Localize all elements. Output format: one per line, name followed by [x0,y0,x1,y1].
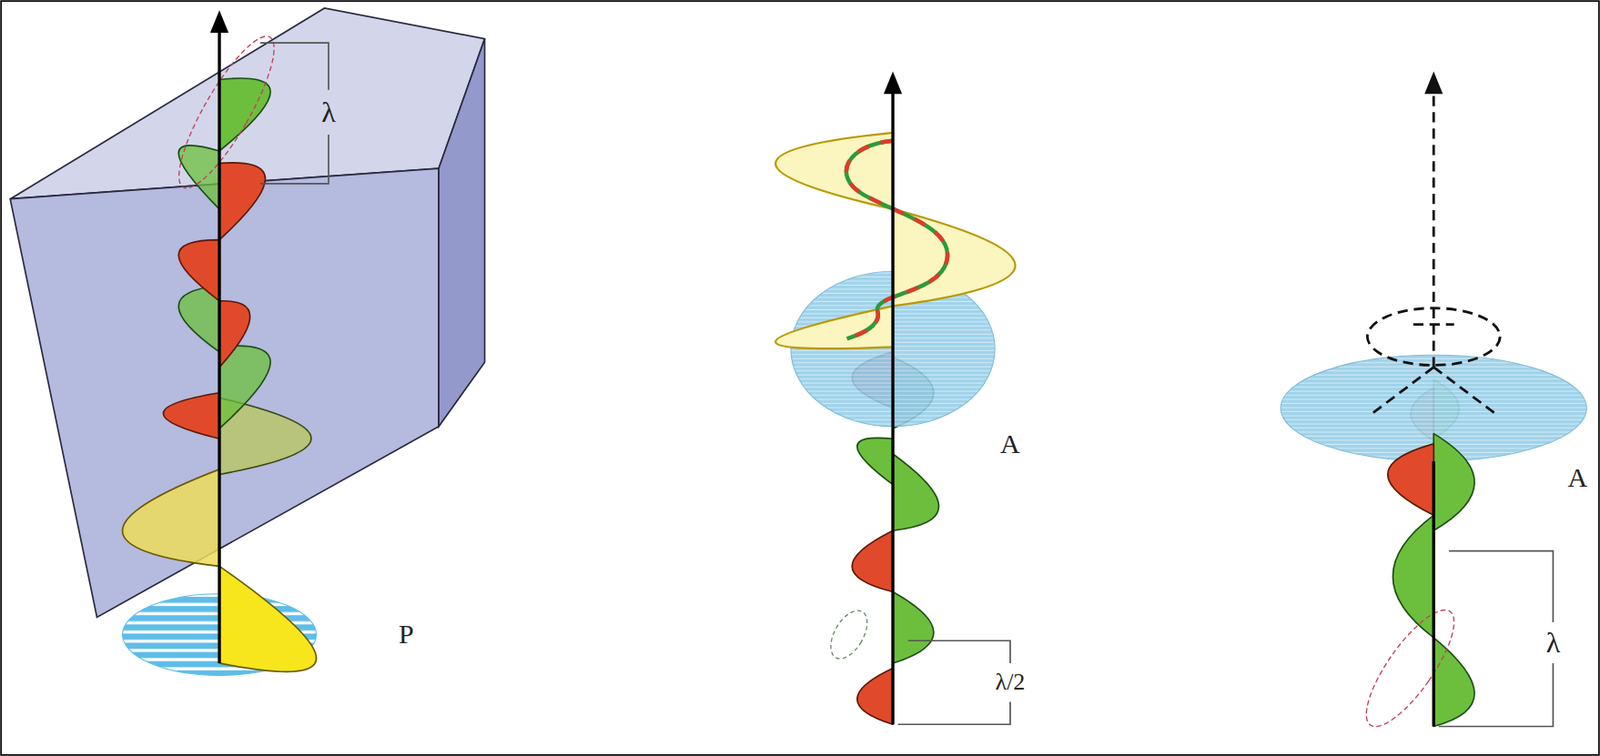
light-wave [775,132,1015,725]
crystal-block [10,8,485,618]
blocked-light-outline [1367,91,1500,414]
wavelength-bracket [1438,551,1554,728]
wavelength-bracket [260,42,329,184]
label-text: λ [1546,627,1561,658]
label-text: A [1567,464,1588,492]
label-text: λ [321,97,336,127]
axis-arrow [210,10,229,664]
label-text: P [398,620,415,649]
axis-arrow [883,71,902,726]
axis-line [1432,461,1436,728]
light-wave [122,25,317,672]
light-wave [1352,434,1476,740]
half-wavelength-bracket [898,640,1011,725]
label-text: λ/2 [995,670,1026,695]
label-text: A [1000,430,1021,458]
axis-arrowhead [1424,71,1443,95]
